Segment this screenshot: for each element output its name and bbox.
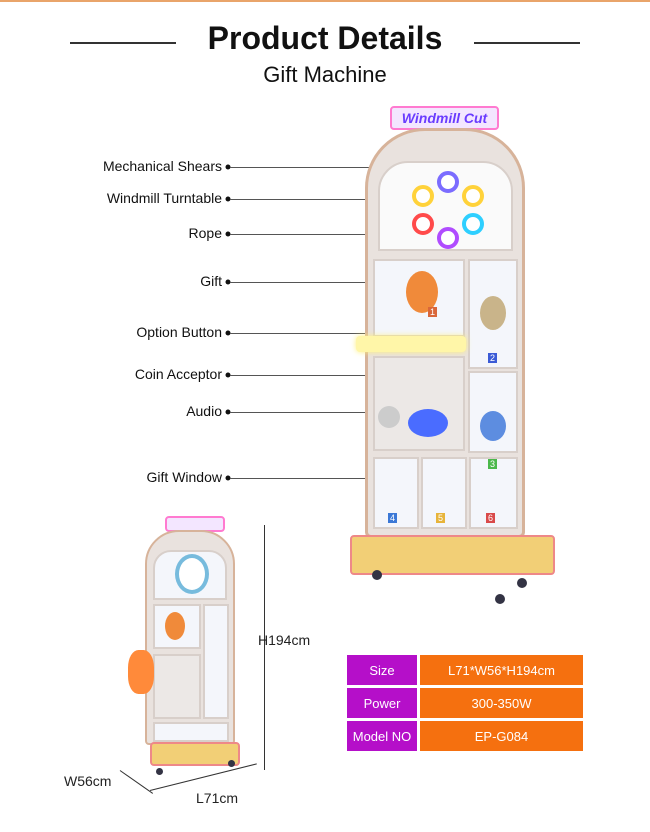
spec-key: Size <box>347 655 417 685</box>
plush-toy <box>480 296 506 330</box>
window-number: 5 <box>436 513 446 523</box>
option-button-panel <box>356 336 466 352</box>
spec-key: Power <box>347 688 417 718</box>
callout-line <box>230 234 410 235</box>
callout-dot <box>225 231 231 237</box>
callout-dot <box>225 330 231 336</box>
callout-gift-window: Gift Window <box>146 469 222 485</box>
spec-row-power: Power 300-350W <box>347 688 583 718</box>
small-machine-image <box>145 530 235 745</box>
callout-dot <box>225 409 231 415</box>
callout-rope: Rope <box>188 225 222 241</box>
callout-line <box>230 282 410 283</box>
window-number: 3 <box>488 459 498 469</box>
length-dimension-line <box>149 763 257 791</box>
title-divider-left <box>70 42 176 44</box>
page-subtitle: Gift Machine <box>263 62 387 87</box>
coin-audio-panel <box>373 356 465 451</box>
spec-table: Size L71*W56*H194cm Power 300-350W Model… <box>347 655 583 754</box>
height-dimension: H194cm <box>258 632 311 648</box>
window-number: 4 <box>388 513 398 523</box>
callout-option-button: Option Button <box>136 324 222 340</box>
callout-dot <box>225 196 231 202</box>
window-number: 2 <box>488 353 498 363</box>
callout-line <box>230 412 380 413</box>
callout-dot <box>225 475 231 481</box>
small-machine-base <box>150 742 240 766</box>
callout-mechanical-shears: Mechanical Shears <box>102 158 222 174</box>
window-number: 1 <box>428 307 438 317</box>
page-title: Product Details <box>207 20 443 56</box>
spec-value: 300-350W <box>420 688 583 718</box>
callout-line <box>230 199 410 200</box>
plush-toy <box>480 411 506 441</box>
callout-coin-acceptor: Coin Acceptor <box>134 366 222 382</box>
spec-value: L71*W56*H194cm <box>420 655 583 685</box>
spec-row-model: Model NO EP-G084 <box>347 721 583 751</box>
gift-machine-image: 1 2 3 4 5 6 <box>356 128 525 538</box>
spec-value: EP-G084 <box>420 721 583 751</box>
machine-logo: Windmill Cut <box>390 106 499 130</box>
wheel <box>517 578 527 588</box>
width-dimension-line <box>119 770 154 794</box>
gift-window <box>468 259 518 369</box>
length-dimension: L71cm <box>196 790 239 806</box>
side-windmill-decal <box>128 650 154 694</box>
title-divider-right <box>474 42 580 44</box>
callout-gift: Gift <box>200 273 222 289</box>
callout-windmill-turntable: Windmill Turntable <box>106 190 222 206</box>
top-border <box>0 0 650 2</box>
window-number: 6 <box>486 513 496 523</box>
wheel <box>495 594 505 604</box>
callout-dot <box>225 164 231 170</box>
callout-audio: Audio <box>186 403 222 419</box>
windmill-decal <box>408 409 448 437</box>
callout-dot <box>225 372 231 378</box>
height-dimension-line <box>264 525 265 770</box>
callout-line <box>230 375 390 376</box>
machine-base <box>350 535 555 575</box>
windmill-turntable <box>408 171 488 251</box>
spec-key: Model NO <box>347 721 417 751</box>
callout-line <box>230 167 440 168</box>
wheel <box>372 570 382 580</box>
callout-line <box>230 478 400 479</box>
gift-window <box>421 457 467 529</box>
audio-speaker <box>378 406 400 428</box>
plush-toy <box>406 271 438 313</box>
spec-row-size: Size L71*W56*H194cm <box>347 655 583 685</box>
callout-line <box>230 333 380 334</box>
width-dimension: W56cm <box>64 773 112 789</box>
callout-dot <box>225 279 231 285</box>
